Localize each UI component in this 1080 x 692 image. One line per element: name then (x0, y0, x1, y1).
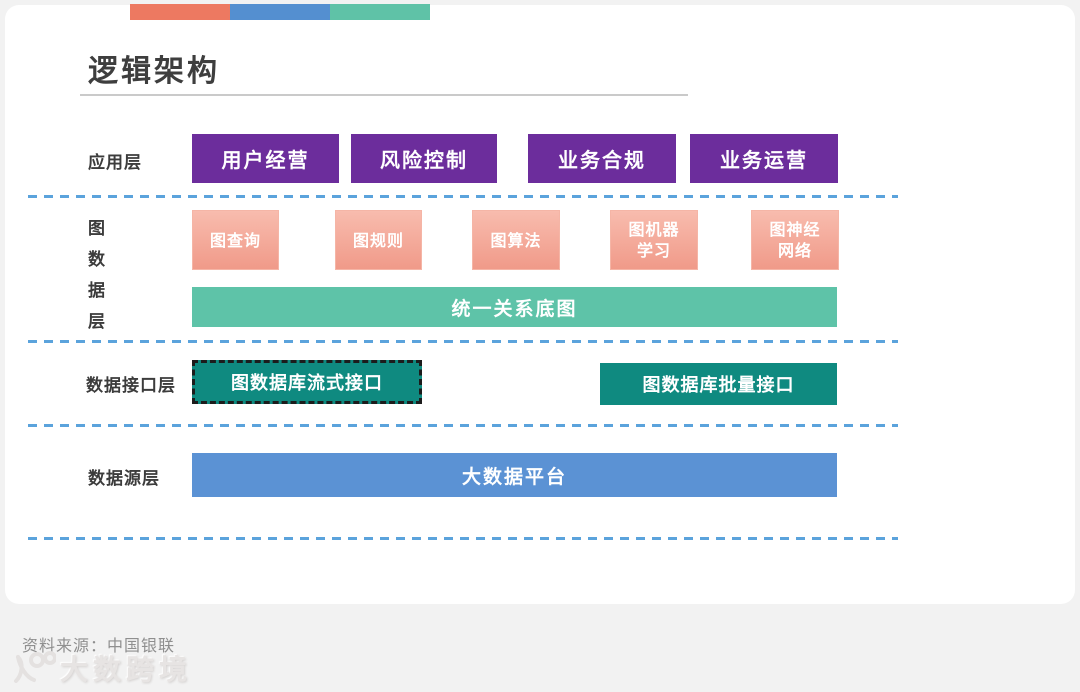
diagram-box-graphdb-batch-interface: 图数据库批量接口 (600, 363, 837, 405)
box-label: 图神经 (769, 220, 821, 239)
layer-divider (28, 537, 898, 540)
diagram-box-graphdb-stream-interface: 图数据库流式接口 (192, 360, 422, 404)
box-label: 学习 (636, 241, 671, 260)
accent-bar-teal (330, 4, 430, 20)
box-label: 图查询 (209, 230, 261, 250)
layer-label-char: 数 (88, 250, 105, 270)
diagram-box-graph-machine-learning: 图机器 学习 (610, 210, 698, 270)
box-label: 图规则 (352, 230, 404, 250)
source-attribution: 资料来源：中国银联 (22, 636, 176, 655)
layer-divider (28, 195, 898, 198)
layer-divider (28, 340, 898, 343)
layer-label-char: 层 (88, 312, 105, 332)
layer-divider (28, 424, 898, 427)
layer-label-graph-data: 图 数 据 层 (88, 214, 108, 338)
dashu-kuajing-watermark: 大数跨境 (10, 648, 192, 688)
layer-label-data-source: 数据源层 (88, 469, 160, 489)
diagram-box-graph-neural-network: 图神经 网络 (751, 210, 839, 270)
diagram-box-graph-rule: 图规则 (335, 210, 422, 270)
diagram-box-graph-algorithm: 图算法 (472, 210, 560, 270)
box-label: 图机器 (628, 220, 680, 239)
box-label: 网络 (777, 241, 812, 260)
title-underline (80, 94, 688, 96)
brand-logo-icon (14, 651, 56, 683)
diagram-box-graph-query: 图查询 (192, 210, 279, 270)
diagram-box-business-ops: 业务运营 (690, 134, 838, 183)
diagram-bar-unified-relation-basemap: 统一关系底图 (192, 287, 837, 327)
layer-label-char: 图 (88, 219, 105, 239)
diagram-box-business-compliance: 业务合规 (528, 134, 676, 183)
diagram-box-risk-control: 风险控制 (351, 134, 497, 183)
layer-label-char: 据 (88, 281, 105, 301)
diagram-box-user-operation: 用户经营 (192, 134, 339, 183)
page-title: 逻辑架构 (88, 54, 220, 89)
accent-bars (130, 4, 430, 20)
accent-bar-blue (230, 4, 330, 20)
watermark-label: 大数跨境 (60, 653, 193, 686)
layer-label-application: 应用层 (88, 153, 142, 173)
box-label: 图算法 (490, 230, 542, 250)
diagram-bar-big-data-platform: 大数据平台 (192, 453, 837, 497)
layer-label-data-interface: 数据接口层 (86, 376, 176, 396)
accent-bar-salmon (130, 4, 230, 20)
